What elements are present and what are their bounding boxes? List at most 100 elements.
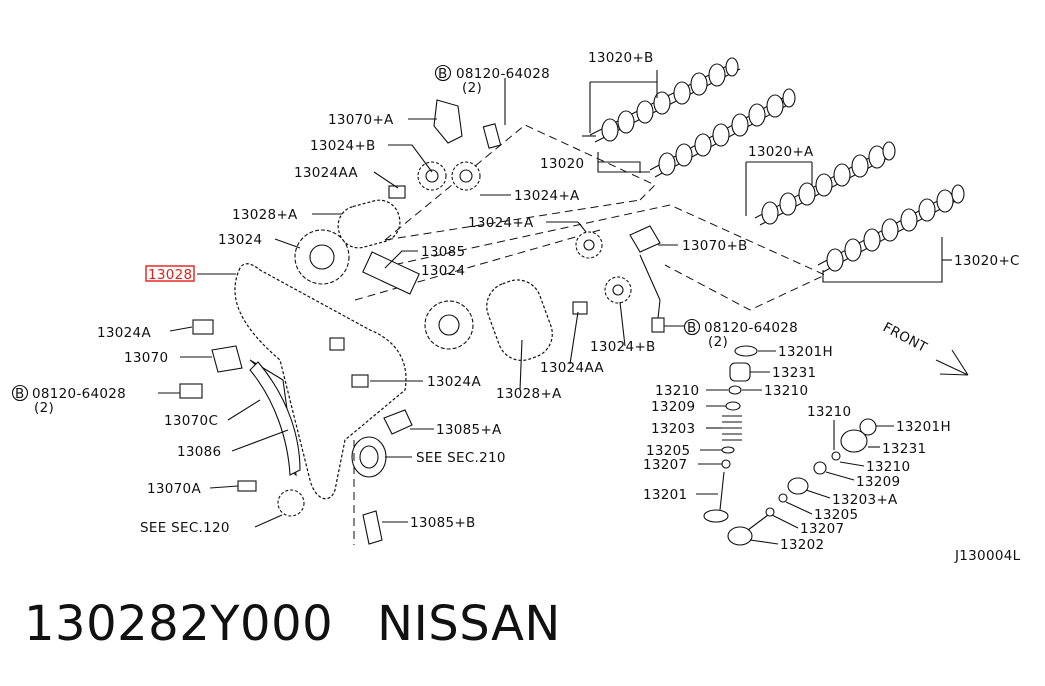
bolt-08120-lower[interactable]: [179, 383, 203, 399]
bolt-13024a-lower[interactable]: [351, 374, 369, 388]
label-13210-left-b: 13210: [764, 383, 808, 399]
label-13020-b: 13020+B: [588, 50, 654, 66]
label-bolt-2: 08120-64028: [704, 320, 798, 336]
label-13207-right: 13207: [800, 521, 844, 537]
label-13205-left: 13205: [646, 443, 690, 459]
label-13070-a: 13070+A: [328, 112, 394, 128]
bolt-13024aa-lower[interactable]: [572, 301, 588, 315]
tensioner-13070[interactable]: [211, 345, 243, 373]
label-13028-a-lower: 13028+A: [496, 386, 562, 402]
label-bolt-1-qty: (2): [462, 80, 482, 96]
label-13024a-small: 13024A: [97, 325, 151, 341]
highlight-box: [145, 265, 195, 282]
label-bolt-2-qty: (2): [708, 334, 728, 350]
b-symbol-2: B: [687, 320, 697, 336]
chain-13028-a[interactable]: [334, 196, 405, 253]
labels: 13020+B 13020 13020+A 13020+C B 08120-64…: [15, 50, 1021, 564]
sprocket-13024-left[interactable]: [294, 229, 350, 285]
bolt-13024aa[interactable]: [388, 185, 406, 199]
diagram-code: J130004L: [954, 548, 1021, 564]
label-13024-a-mid: 13024+A: [468, 215, 534, 231]
guide-13085-b[interactable]: [353, 440, 383, 545]
label-13028-highlighted: 13028: [148, 267, 192, 283]
sprocket-13024-a-top[interactable]: [451, 161, 481, 191]
tensioner-13085[interactable]: [362, 251, 420, 295]
label-13024-b: 13024+B: [310, 138, 376, 154]
label-13201h-left: 13201H: [778, 344, 833, 360]
label-13020: 13020: [540, 156, 584, 172]
sprocket-13024-b[interactable]: [417, 161, 447, 191]
sprocket-13024-mid[interactable]: [424, 300, 474, 350]
brand-name: NISSAN: [377, 596, 561, 652]
label-13203-left: 13203: [651, 421, 695, 437]
bolt-13070a[interactable]: [237, 480, 257, 492]
bolt-right[interactable]: [651, 317, 665, 333]
bolt-13024a[interactable]: [192, 319, 214, 335]
label-13209-left: 13209: [651, 399, 695, 415]
camshaft-13020[interactable]: [649, 88, 796, 178]
label-13070-b: 13070+B: [682, 238, 748, 254]
label-bolt-3-qty: (2): [34, 400, 54, 416]
label-13024-mid: 13024: [421, 263, 465, 279]
pump-sec210[interactable]: [351, 436, 387, 478]
label-sec120: SEE SEC.120: [140, 520, 230, 536]
camshaft-13020-a[interactable]: [754, 141, 896, 226]
camshaft-13020-c[interactable]: [817, 184, 965, 273]
guide-13085-a[interactable]: [383, 409, 413, 435]
label-13024-a-top: 13024+A: [514, 188, 580, 204]
label-13210-right-b: 13210: [866, 459, 910, 475]
part-caption: 130282Y000 NISSAN: [24, 596, 561, 652]
label-13020-c: 13020+C: [954, 253, 1020, 269]
label-13070c: 13070C: [164, 413, 218, 429]
part-number: 130282Y000: [24, 596, 334, 652]
chain-13028-a-lower[interactable]: [480, 273, 559, 367]
label-bolt-3: 08120-64028: [32, 386, 126, 402]
bolt-13070-a[interactable]: [433, 99, 463, 144]
label-sec210: SEE SEC.210: [416, 450, 506, 466]
label-13201-left: 13201: [643, 487, 687, 503]
leader-lines: [158, 70, 952, 545]
sprocket-sec120[interactable]: [277, 489, 305, 517]
label-13203-a-right: 13203+A: [832, 492, 898, 508]
label-13085-a: 13085+A: [436, 422, 502, 438]
bolt-upper[interactable]: [482, 123, 502, 149]
b-symbol-3: B: [15, 386, 25, 402]
label-13024a-lower: 13024A: [427, 374, 481, 390]
front-label: FRONT: [880, 319, 930, 356]
label-13210-right: 13210: [807, 404, 851, 420]
chain-13028-main[interactable]: [234, 263, 407, 500]
front-arrow: FRONT: [880, 319, 969, 376]
guide-13086[interactable]: [249, 361, 301, 476]
b-symbol-1: B: [438, 66, 448, 82]
label-13202-right: 13202: [780, 537, 824, 553]
camshaft-13020-b[interactable]: [582, 57, 741, 143]
label-13231-right: 13231: [882, 441, 926, 457]
sprocket-13024-b-lower[interactable]: [604, 276, 632, 304]
label-13231-left: 13231: [772, 365, 816, 381]
label-13070a-lower: 13070A: [147, 481, 201, 497]
label-13209-right: 13209: [856, 474, 900, 490]
label-13085-b: 13085+B: [410, 515, 476, 531]
label-13086: 13086: [177, 444, 221, 460]
bolt-markers: [11, 64, 701, 402]
label-13024aa-lower: 13024AA: [540, 360, 604, 376]
label-13024-b-lower: 13024+B: [590, 339, 656, 355]
label-13070: 13070: [124, 350, 168, 366]
label-13207-left: 13207: [643, 457, 687, 473]
label-13085: 13085: [421, 244, 465, 260]
label-13205-right: 13205: [814, 507, 858, 523]
label-13024-left: 13024: [218, 232, 262, 248]
dashed-outline: [354, 124, 827, 311]
label-bolt-1: 08120-64028: [456, 66, 550, 82]
label-13024aa: 13024AA: [294, 165, 358, 181]
label-13028-a: 13028+A: [232, 207, 298, 223]
sprocket-13024-a-mid[interactable]: [575, 231, 603, 259]
bolt-mid[interactable]: [329, 337, 345, 351]
label-13020-a: 13020+A: [748, 144, 814, 160]
label-13210-left-a: 13210: [655, 383, 699, 399]
valve-stack-left[interactable]: [703, 345, 758, 523]
label-13201h-right: 13201H: [896, 419, 951, 435]
valve-stack-right[interactable]: [727, 418, 877, 546]
bracket-13070-b[interactable]: [629, 225, 661, 319]
